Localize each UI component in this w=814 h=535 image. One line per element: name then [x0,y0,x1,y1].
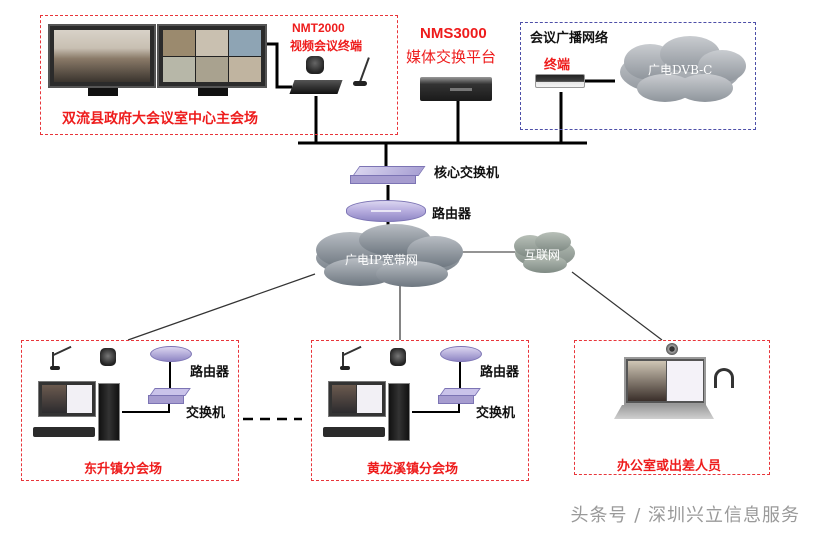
branch2-router-icon [440,346,482,362]
branch1-camera-icon [100,348,116,366]
media-platform-desc: 媒体交换平台 [406,48,497,66]
branch-site-1-box [21,340,239,481]
branch2-keyboard-icon [323,427,385,437]
display-right [157,24,267,88]
ip-cloud-label: 广电IP宽带网 [345,253,418,267]
main-site-box [40,15,398,135]
branch1-pc-switch-link-v [168,404,170,413]
branch1-router-label: 路由器 [190,365,230,380]
branch2-switch-label: 交换机 [476,406,516,421]
branch-site-2-box [311,340,529,481]
display-right-stand [198,88,228,96]
internet-cloud-label: 互联网 [524,248,561,262]
dvbc-cloud-label: 广电DVB-C [648,63,713,77]
branch1-switch-label: 交换机 [186,406,226,421]
branch1-pc-switch-link [122,411,170,413]
branch2-pc-tower-icon [388,383,410,441]
media-platform-model: NMS3000 [420,25,487,42]
core-router-icon [346,200,426,222]
branch1-router-icon [150,346,192,362]
remote-site-label: 办公室或出差人员 [617,459,722,474]
branch2-camera-icon [390,348,406,366]
broadcast-network-box [520,22,756,130]
headset-icon [714,368,734,388]
branch1-switch-icon [148,388,191,404]
branch2-microphone-icon [340,345,362,370]
conference-room-image [54,30,150,82]
branch1-router-switch-link [169,362,171,388]
terminal-model-label: NMT2000 [292,21,345,35]
branch2-router-switch-link [459,362,461,388]
stb-terminal-label: 终端 [544,58,571,73]
branch1-keyboard-icon [33,427,95,437]
remote-site-box [574,340,770,475]
branch1-site-label: 东升镇分会场 [84,462,163,477]
link-internet-remote [571,271,663,341]
microphone-icon [353,56,370,86]
branch2-site-label: 黄龙溪镇分会场 [367,462,459,477]
display-left-stand [88,88,118,96]
laptop-screen [624,357,706,405]
branch2-router-label: 路由器 [480,365,520,380]
branch1-pc-tower-icon [98,383,120,441]
core-switch-icon [350,166,426,184]
branch2-pc-switch-link [412,411,460,413]
multi-party-image [163,30,261,82]
display-left [48,24,156,88]
broadcast-network-title: 会议广播网络 [530,31,609,46]
branch1-microphone-icon [50,345,72,370]
core-router-label: 路由器 [432,207,472,222]
core-switch-label: 核心交换机 [434,166,500,181]
branch1-monitor-icon [38,381,96,417]
ptz-camera-icon [306,56,324,74]
main-site-label: 双流县政府大会议室中心主会场 [62,111,258,127]
laptop-base [614,405,714,419]
watermark-text: 头条号 / 深圳兴立信息服务 [570,505,800,526]
set-top-box-icon [535,74,585,88]
link-ip-branch1 [127,273,316,341]
webcam-icon [666,343,678,355]
media-server-icon [420,77,492,101]
video-terminal-icon [289,80,343,94]
link-display-terminal [267,42,292,89]
branch2-switch-icon [438,388,481,404]
terminal-desc-label: 视频会议终端 [290,39,363,53]
branch2-monitor-icon [328,381,386,417]
branch2-pc-switch-link-v [458,404,460,413]
